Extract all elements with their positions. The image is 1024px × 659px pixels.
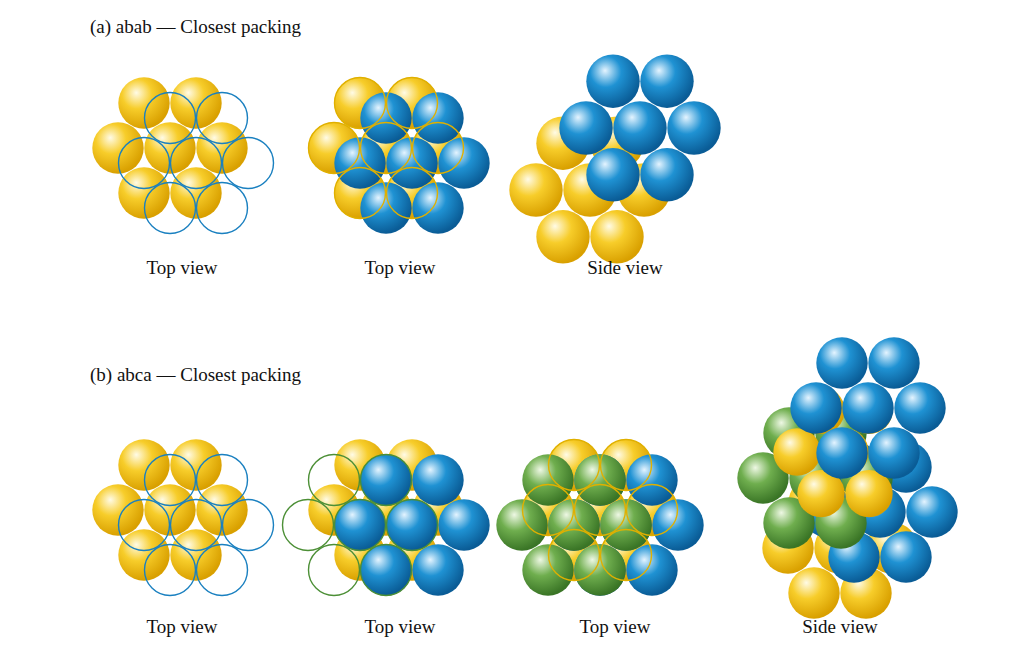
view-caption: Top view [147, 616, 218, 639]
sphere-outline [387, 78, 438, 129]
sphere [438, 499, 489, 550]
sphere [790, 382, 841, 433]
sphere-outline [119, 138, 170, 189]
sphere [880, 531, 931, 582]
sphere [412, 454, 463, 505]
sphere [816, 337, 867, 388]
sphere-outline [197, 455, 248, 506]
sphere-outline [119, 500, 170, 551]
view-caption: Top view [365, 257, 436, 280]
sphere-outline [335, 500, 386, 551]
sphere [640, 54, 693, 107]
sphere [536, 210, 589, 263]
sphere [360, 544, 411, 595]
sphere-outline [309, 123, 360, 174]
sphere-outline [627, 485, 678, 536]
sphere [613, 101, 666, 154]
sphere [334, 499, 385, 550]
sphere-outline [223, 138, 274, 189]
sphere-outline [523, 485, 574, 536]
sphere-outline [145, 455, 196, 506]
sphere-outline [575, 485, 626, 536]
sphere-outline [413, 123, 464, 174]
sphere [640, 148, 693, 201]
sphere-outline [145, 183, 196, 234]
sphere-outline [283, 500, 334, 551]
sphere [667, 101, 720, 154]
sphere-outline [361, 123, 412, 174]
sphere-outline [171, 500, 222, 551]
sphere [586, 54, 639, 107]
sphere [559, 101, 612, 154]
sphere [816, 427, 867, 478]
sphere-outline [197, 183, 248, 234]
sphere-outline [197, 93, 248, 144]
sphere [868, 337, 919, 388]
sphere [788, 567, 839, 618]
sphere-outline [335, 168, 386, 219]
sphere-outline [309, 455, 360, 506]
view-caption: Top view [365, 616, 436, 639]
sphere-outline [361, 455, 412, 506]
sphere [894, 382, 945, 433]
view-caption: Side view [587, 257, 662, 280]
sphere [509, 163, 562, 216]
view-caption: Top view [580, 616, 651, 639]
sphere-outline [335, 78, 386, 129]
sphere-outline [309, 545, 360, 596]
sphere [906, 486, 957, 537]
sphere-outline [549, 530, 600, 581]
sphere-outline [387, 500, 438, 551]
sphere [360, 454, 411, 505]
sphere [868, 427, 919, 478]
sphere [590, 210, 643, 263]
sphere-outline [223, 500, 274, 551]
sphere [586, 148, 639, 201]
sphere-outline [145, 93, 196, 144]
section-heading: (a) abab — Closest packing [90, 16, 301, 39]
sphere-outline [171, 138, 222, 189]
sphere [386, 499, 437, 550]
sphere-outline [361, 545, 412, 596]
sphere-outline [549, 440, 600, 491]
sphere [842, 382, 893, 433]
sphere-outline [387, 168, 438, 219]
sphere [412, 544, 463, 595]
sphere-outline [601, 440, 652, 491]
sphere [773, 428, 820, 475]
sphere-outline [145, 545, 196, 596]
view-caption: Top view [147, 257, 218, 280]
section-heading: (b) abca — Closest packing [90, 364, 301, 387]
view-caption: Side view [802, 616, 877, 639]
sphere-outline [601, 530, 652, 581]
sphere-outline [197, 545, 248, 596]
